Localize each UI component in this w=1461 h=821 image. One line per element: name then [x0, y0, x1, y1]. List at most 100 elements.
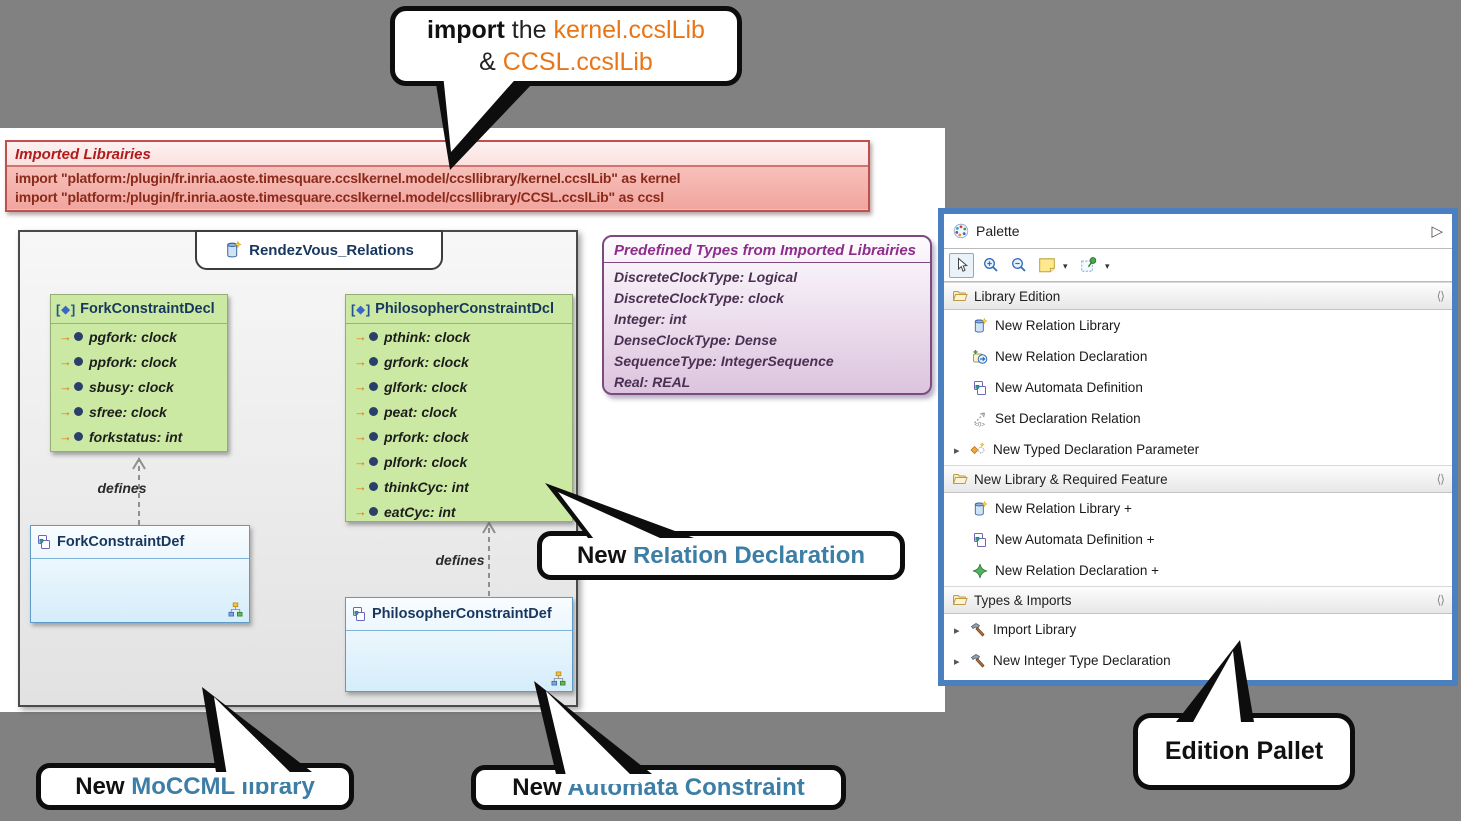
- section-pin-icon[interactable]: [1437, 287, 1444, 305]
- palette-item-new-automata-definition[interactable]: New Automata Definition: [944, 372, 1452, 403]
- hammer-icon: [970, 622, 986, 638]
- attribute-label: ppfork: clock: [89, 353, 177, 370]
- predefined-types-title: Predefined Types from Imported Librairie…: [604, 237, 930, 263]
- palette-item-new-relation-library-plus[interactable]: New Relation Library +: [944, 493, 1452, 524]
- attribute-label: peat: clock: [384, 403, 458, 420]
- expand-caret-icon[interactable]: [954, 441, 963, 459]
- import-statement-kernel: import "platform:/plugin/fr.inria.aoste.…: [15, 170, 681, 186]
- palette-section-types-and-imports[interactable]: Types & Imports: [944, 586, 1452, 614]
- attribute-row[interactable]: thinkCyc: int: [346, 474, 572, 499]
- attribute-row[interactable]: ppfork: clock: [51, 349, 227, 374]
- fork-constraint-decl-title: ForkConstraintDecl: [80, 301, 215, 317]
- palette-item-new-relation-declaration[interactable]: New Relation Declaration: [944, 341, 1452, 372]
- attribute-label: forkstatus: int: [89, 428, 183, 445]
- attribute-row[interactable]: grfork: clock: [346, 349, 572, 374]
- attribute-row[interactable]: glfork: clock: [346, 374, 572, 399]
- callout-line: import the kernel.ccslLib: [427, 15, 705, 44]
- palette-header: Palette: [944, 214, 1452, 249]
- section-pin-icon[interactable]: [1437, 470, 1444, 488]
- relation-library-icon: [224, 241, 242, 259]
- automata-icon: [972, 532, 988, 548]
- attribute-row[interactable]: plfork: clock: [346, 449, 572, 474]
- palette-item-set-declaration-relation[interactable]: Set Declaration Relation: [944, 403, 1452, 434]
- imported-libraries-title: Imported Librairies: [7, 142, 868, 167]
- pin-note-tool-dropdown[interactable]: [1105, 256, 1114, 274]
- green-diamond-icon: [972, 563, 988, 579]
- attribute-label: prfork: clock: [384, 428, 469, 445]
- attribute-label: eatCyc: int: [384, 503, 456, 520]
- diagram-canvas[interactable]: RendezVous_Relations ForkConstraintDecl …: [18, 230, 578, 707]
- int-attribute-icon: [59, 430, 83, 443]
- cursor-icon: [954, 257, 970, 273]
- attribute-row[interactable]: pthink: clock: [346, 324, 572, 349]
- folder-open-icon: [952, 288, 968, 304]
- palette-section-new-library-required-feature[interactable]: New Library & Required Feature: [944, 465, 1452, 493]
- int-attribute-icon: [354, 505, 378, 518]
- note-tool-dropdown[interactable]: [1063, 256, 1072, 274]
- relation-library-icon: [972, 318, 988, 334]
- zoom-in-icon: [983, 257, 999, 273]
- diagram-tab-rendezvous-relations[interactable]: RendezVous_Relations: [195, 230, 443, 270]
- philosopher-constraint-decl-title: PhilosopherConstraintDcl: [375, 301, 555, 317]
- palette-item-new-automata-definition-plus[interactable]: New Automata Definition +: [944, 524, 1452, 555]
- zoom-in-button[interactable]: [979, 254, 1002, 277]
- philosopher-constraint-def-header: PhilosopherConstraintDef: [346, 598, 572, 631]
- philosopher-constraint-def-node[interactable]: PhilosopherConstraintDef: [345, 597, 573, 692]
- note-icon: [1038, 256, 1056, 274]
- section-label: New Library & Required Feature: [974, 471, 1168, 487]
- attribute-row[interactable]: prfork: clock: [346, 424, 572, 449]
- pin-note-tool-button[interactable]: [1077, 254, 1100, 277]
- attribute-label: plfork: clock: [384, 453, 468, 470]
- expand-caret-icon[interactable]: [954, 652, 963, 670]
- diagram-tab-label: RendezVous_Relations: [249, 241, 414, 259]
- attribute-row[interactable]: sbusy: clock: [51, 374, 227, 399]
- select-tool-button[interactable]: [949, 252, 974, 278]
- clock-attribute-icon: [59, 330, 83, 343]
- clock-attribute-icon: [59, 355, 83, 368]
- attribute-row[interactable]: eatCyc: int: [346, 499, 572, 524]
- palette-panel: Palette Library Edition New Relation Lib…: [938, 208, 1458, 686]
- attribute-row[interactable]: pgfork: clock: [51, 324, 227, 349]
- predefined-types-note[interactable]: Predefined Types from Imported Librairie…: [602, 235, 932, 395]
- attribute-row[interactable]: forkstatus: int: [51, 424, 227, 449]
- predefined-type: Integer: int: [614, 311, 687, 327]
- callout-line: & CCSL.ccslLib: [479, 48, 653, 76]
- attribute-row[interactable]: peat: clock: [346, 399, 572, 424]
- philosopher-constraint-def-title: PhilosopherConstraintDef: [372, 606, 552, 622]
- section-pin-icon[interactable]: [1437, 591, 1444, 609]
- palette-item-new-relation-declaration-plus[interactable]: New Relation Declaration +: [944, 555, 1452, 586]
- zoom-out-button[interactable]: [1007, 254, 1030, 277]
- predefined-type: SequenceType: IntegerSequence: [614, 353, 834, 369]
- hammer-icon: [970, 653, 986, 669]
- predefined-type: Real: REAL: [614, 374, 691, 390]
- palette-item-import-library[interactable]: Import Library: [944, 614, 1452, 645]
- fork-constraint-def-node[interactable]: ForkConstraintDef: [30, 525, 250, 623]
- fork-constraint-def-body: [31, 559, 249, 622]
- fork-constraint-decl-node[interactable]: ForkConstraintDecl pgfork: clock ppfork:…: [50, 294, 228, 452]
- attribute-row[interactable]: sfree: clock: [51, 399, 227, 424]
- predefined-type: DenseClockType: Dense: [614, 332, 777, 348]
- note-tool-button[interactable]: [1035, 254, 1058, 277]
- int-attribute-icon: [354, 480, 378, 493]
- palette-icon: [953, 223, 969, 239]
- fork-constraint-def-header: ForkConstraintDef: [31, 526, 249, 559]
- collapse-palette-icon[interactable]: [1431, 222, 1443, 241]
- palette-section-library-edition[interactable]: Library Edition: [944, 282, 1452, 310]
- fork-constraint-def-title: ForkConstraintDef: [57, 534, 185, 550]
- palette-item-new-relation-library[interactable]: New Relation Library: [944, 310, 1452, 341]
- philosopher-constraint-decl-node[interactable]: PhilosopherConstraintDcl pthink: clock g…: [345, 294, 573, 522]
- palette-item-new-typed-declaration-parameter[interactable]: New Typed Declaration Parameter: [944, 434, 1452, 465]
- imported-libraries-note[interactable]: Imported Librairies import "platform:/pl…: [5, 140, 870, 212]
- zoom-out-icon: [1011, 257, 1027, 273]
- callout-edition-pallet: Edition Pallet: [1133, 713, 1355, 790]
- palette-item-new-integer-type-declaration[interactable]: New Integer Type Declaration: [944, 645, 1452, 676]
- predefined-type: DiscreteClockType: Logical: [614, 269, 798, 285]
- typed-parameter-icon: [970, 442, 986, 458]
- import-statement-ccsl: import "platform:/plugin/fr.inria.aoste.…: [15, 188, 664, 205]
- expand-caret-icon[interactable]: [954, 621, 963, 639]
- attribute-label: thinkCyc: int: [384, 478, 469, 495]
- dashed-arrow-icon: [972, 411, 988, 427]
- automata-icon: [972, 380, 988, 396]
- declaration-icon: [56, 302, 75, 316]
- attribute-label: pthink: clock: [384, 328, 471, 345]
